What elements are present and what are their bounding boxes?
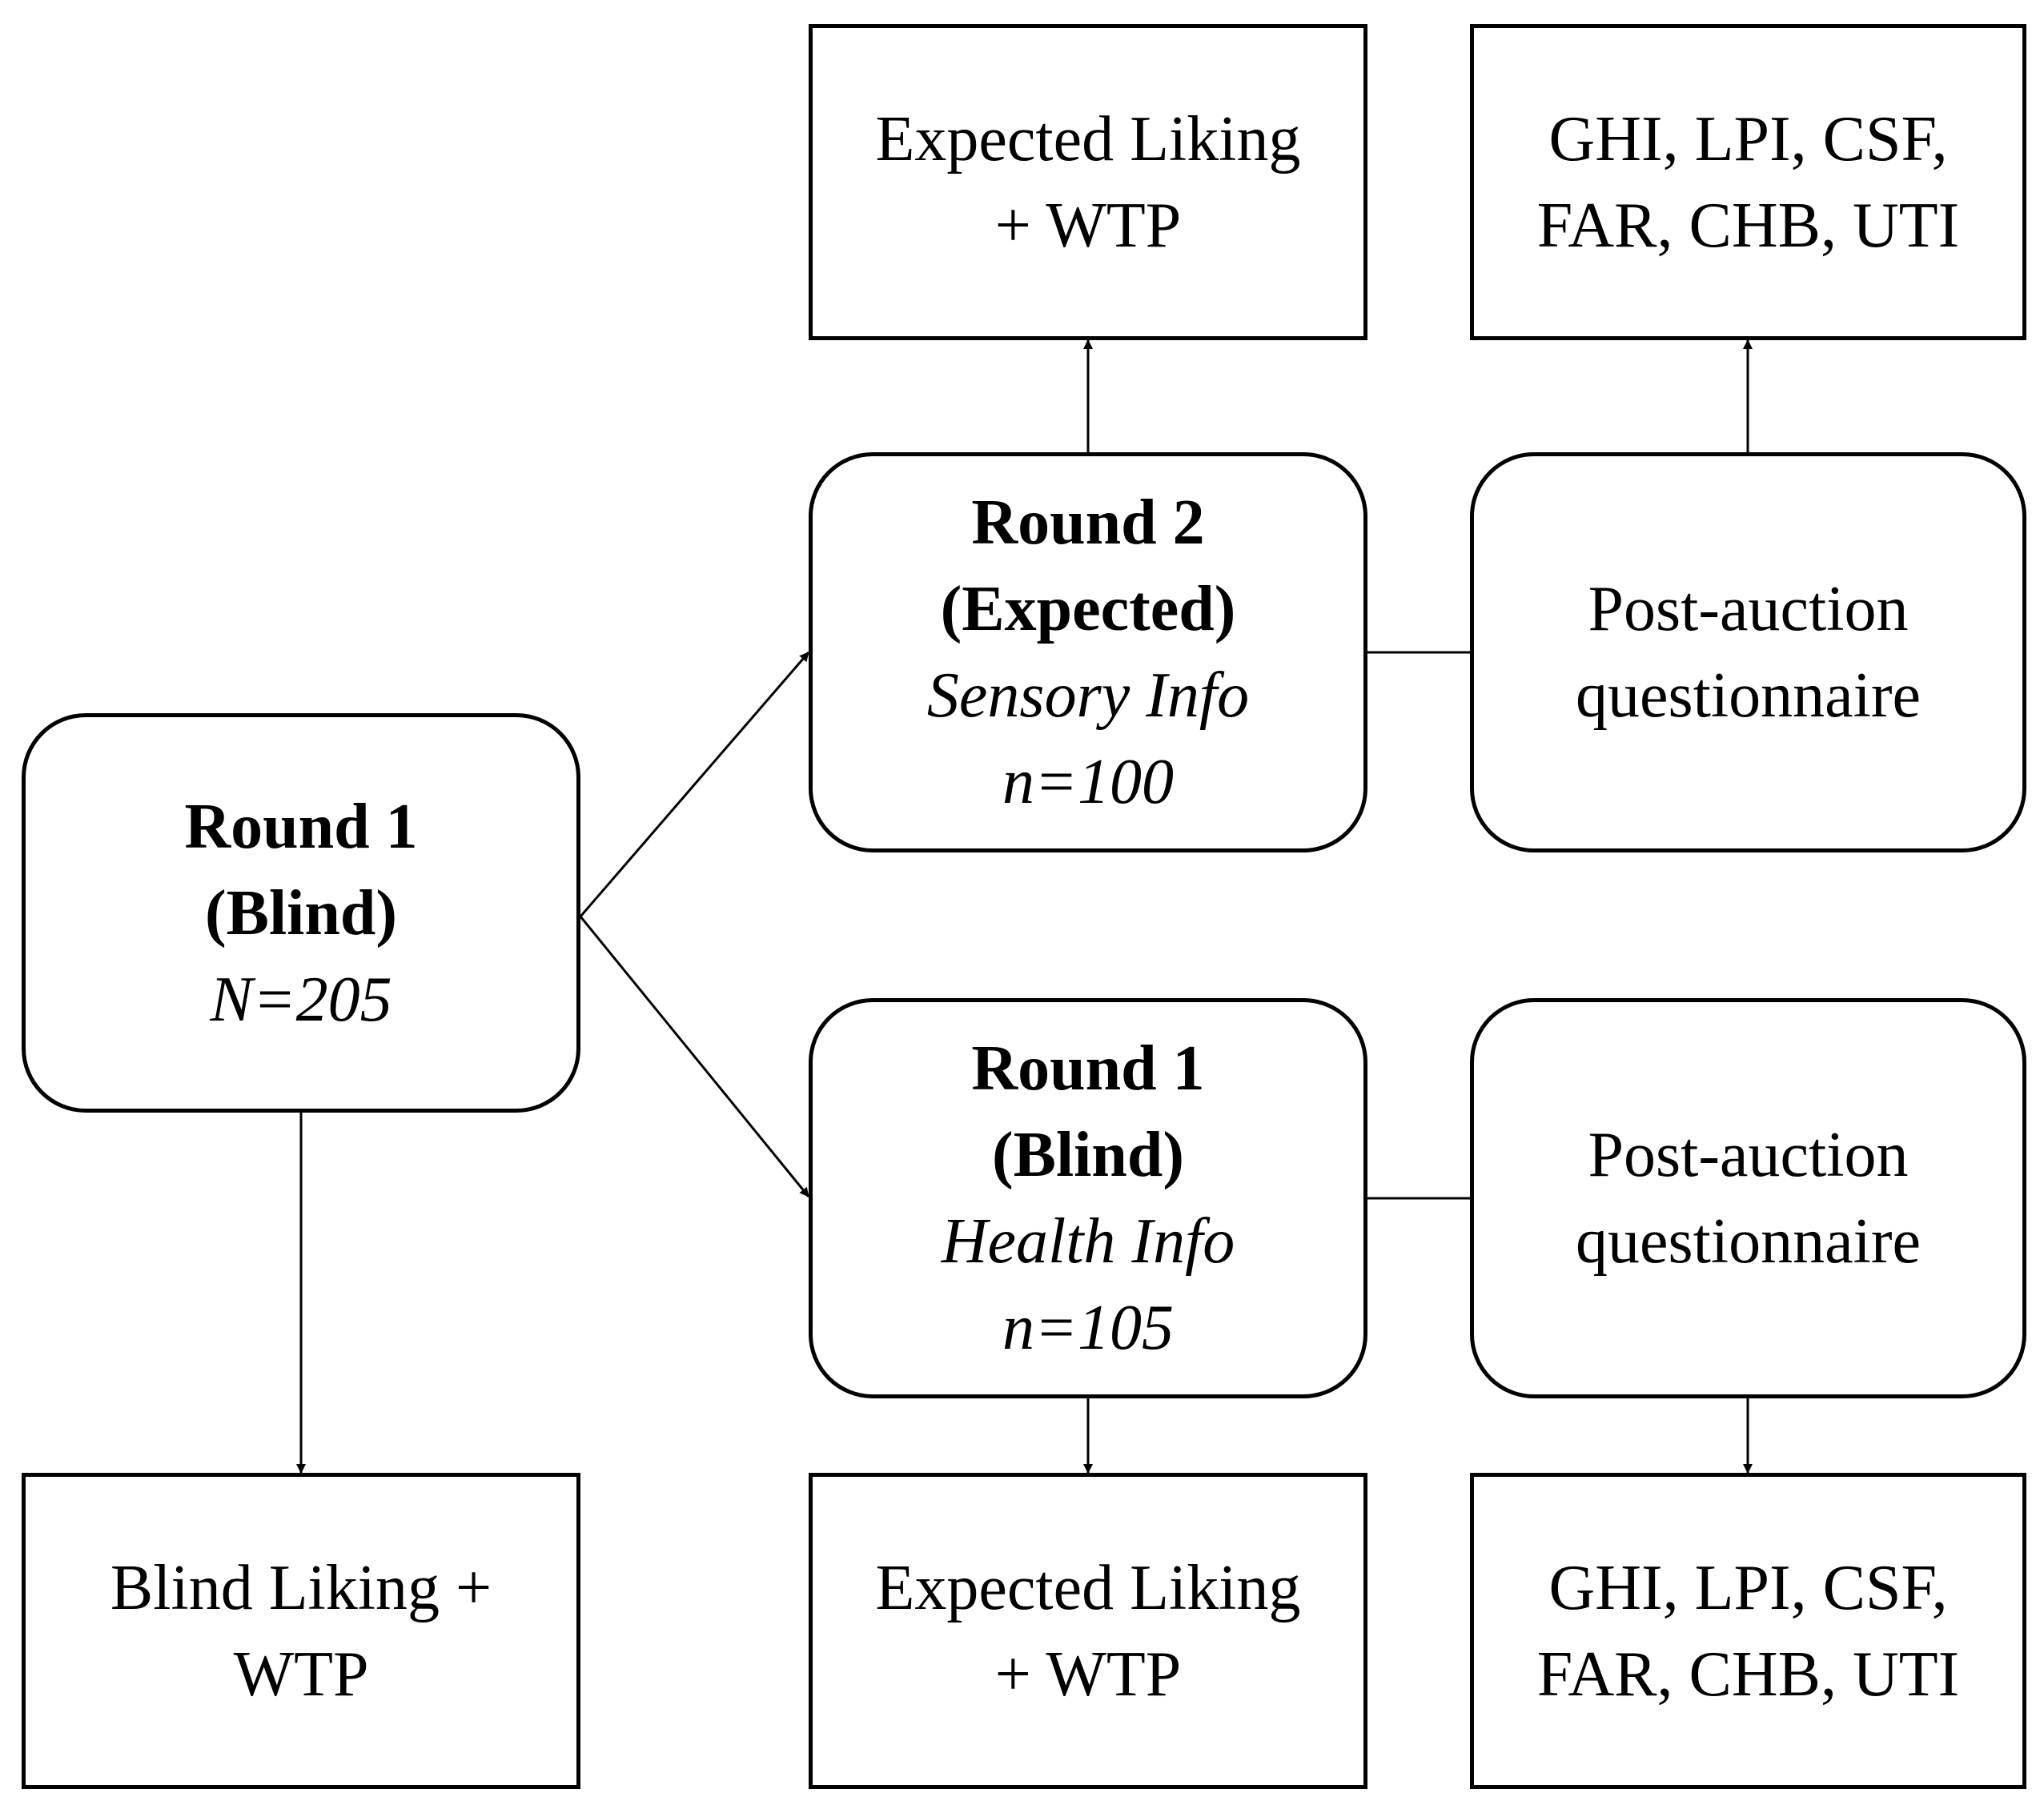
expected-liking-bottom-box: Expected Liking + WTP — [809, 1473, 1367, 1789]
post-auction-top-node: Post-auction questionnaire — [1470, 452, 2026, 852]
node-line: questionnaire — [1576, 660, 1921, 731]
node-line: Expected Liking — [875, 103, 1301, 174]
post-auction-bottom-node: Post-auction questionnaire — [1470, 998, 2026, 1398]
node-line: questionnaire — [1576, 1206, 1921, 1277]
node-line: WTP — [233, 1639, 369, 1710]
node-line: Post-auction — [1588, 1120, 1909, 1190]
round2-sensory-node: Round 2 (Expected) Sensory Info n=100 — [809, 452, 1367, 852]
info-treatment: Sensory Info — [926, 660, 1250, 731]
node-line: Post-auction — [1588, 574, 1909, 644]
round1-health-node: Round 1 (Blind) Health Info n=105 — [809, 998, 1367, 1398]
node-subtitle: (Blind) — [991, 1120, 1185, 1190]
measures-bottom-box: GHI, LPI, CSF, FAR, CHB, UTI — [1470, 1473, 2026, 1789]
node-line: Expected Liking — [875, 1552, 1301, 1623]
blind-liking-box: Blind Liking + WTP — [22, 1473, 580, 1789]
node-line: + WTP — [994, 190, 1182, 261]
node-line: FAR, CHB, UTI — [1536, 1639, 1960, 1710]
node-line: GHI, LPI, CSF, — [1548, 103, 1948, 174]
expected-liking-top-box: Expected Liking + WTP — [809, 24, 1367, 340]
arrow-round1-to-health — [579, 916, 810, 1197]
arrow-round1-to-sensory — [579, 652, 810, 917]
node-subtitle: (Blind) — [204, 877, 398, 949]
sample-size: n=105 — [1002, 1293, 1174, 1363]
node-title: Round 2 — [971, 487, 1205, 558]
node-title: Round 1 — [971, 1033, 1205, 1104]
info-treatment: Health Info — [941, 1206, 1235, 1277]
node-line: GHI, LPI, CSF, — [1548, 1552, 1948, 1623]
round1-blind-node: Round 1 (Blind) N=205 — [22, 713, 580, 1113]
node-line: FAR, CHB, UTI — [1536, 190, 1960, 261]
node-line: + WTP — [994, 1639, 1182, 1710]
node-subtitle: (Expected) — [940, 574, 1236, 644]
sample-size: N=205 — [210, 964, 392, 1035]
measures-top-box: GHI, LPI, CSF, FAR, CHB, UTI — [1470, 24, 2026, 340]
node-line: Blind Liking + — [110, 1552, 492, 1623]
node-title: Round 1 — [184, 791, 418, 862]
sample-size: n=100 — [1002, 747, 1174, 817]
